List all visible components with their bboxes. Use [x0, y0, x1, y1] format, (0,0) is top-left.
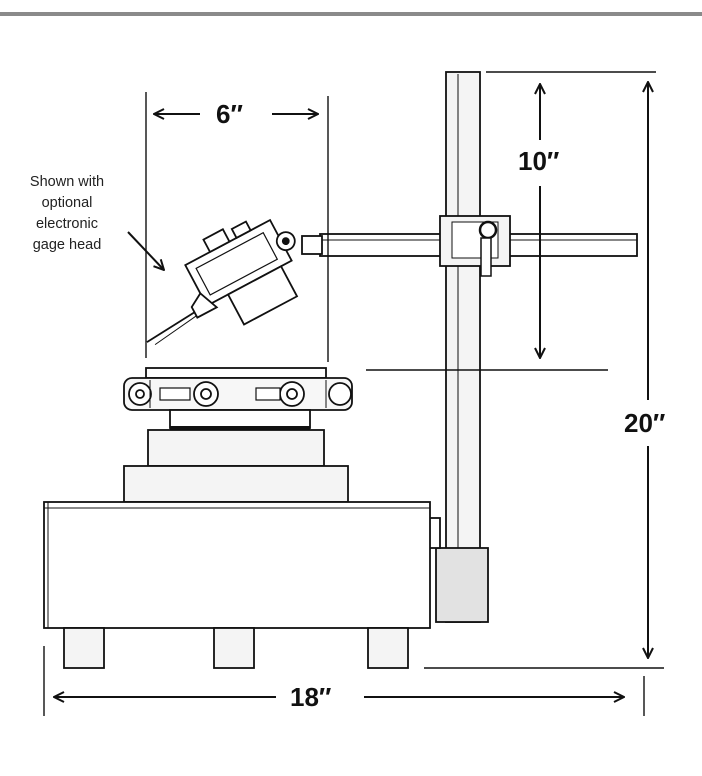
base-dimension-label: 18″: [286, 682, 336, 712]
gage-head: [146, 218, 299, 346]
base-box: [43, 501, 431, 629]
support-column: [445, 71, 481, 623]
height-dimension-label: 20″: [620, 408, 670, 438]
base-foot-center: [213, 627, 255, 669]
base-foot-left: [63, 627, 105, 669]
note-line: gage head: [32, 237, 102, 253]
gage-head-note: Shown with optional electronic gage head: [2, 172, 132, 256]
top-rule: [0, 12, 702, 16]
base-foot-right: [367, 627, 409, 669]
table-knob-edge: [328, 382, 352, 406]
pedestal-upper: [147, 429, 325, 467]
width-dimension-label: 6″: [212, 99, 247, 129]
column-dimension-label: 10″: [514, 146, 564, 176]
note-line: electronic: [35, 216, 99, 232]
note-line: Shown with: [29, 174, 105, 190]
column-base-clamp: [435, 547, 489, 623]
rotary-table: [123, 377, 353, 411]
pedestal-lower: [123, 465, 349, 503]
clamp-knob: [478, 220, 498, 240]
note-line: optional: [41, 195, 93, 211]
table-top-plate: [145, 367, 327, 379]
